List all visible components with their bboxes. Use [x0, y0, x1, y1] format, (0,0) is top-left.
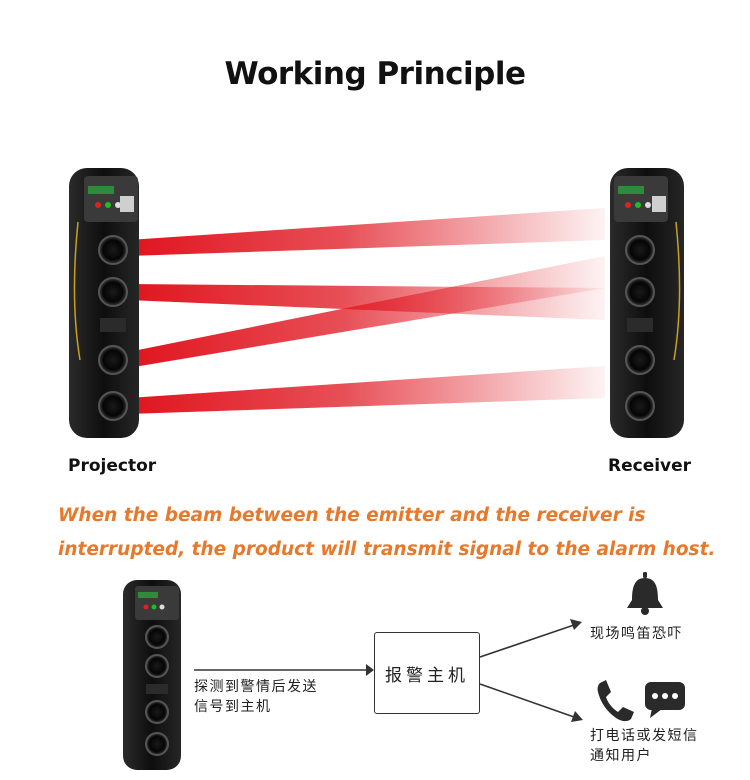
notify-text: 打电话或发短信 通知用户 [590, 726, 699, 766]
projector-device [69, 168, 139, 438]
receiver-label: Receiver [608, 456, 691, 476]
alarm-host-label: 报警主机 [385, 661, 469, 686]
beam-1 [128, 208, 605, 256]
phone-icon [598, 680, 634, 721]
siren-text: 现场鸣笛恐吓 [590, 624, 683, 644]
receiver-device [610, 168, 684, 438]
chat-bubble-icon [645, 682, 685, 718]
arrow-to-notify [480, 684, 574, 717]
arrow-to-siren [480, 625, 574, 657]
bell-icon [627, 572, 663, 615]
alarm-host-box: 报警主机 [374, 632, 480, 714]
detector-device-small [123, 580, 181, 770]
infrared-beams [128, 208, 605, 414]
description-line-1: When the beam between the emitter and th… [58, 505, 646, 526]
beam-4 [128, 366, 605, 414]
projector-label: Projector [68, 456, 156, 476]
description-line-2: interrupted, the product will transmit s… [58, 539, 715, 560]
notify-line-2: 通知用户 [590, 746, 699, 766]
detect-signal-line-1: 探测到警情后发送 [194, 677, 318, 697]
notify-line-1: 打电话或发短信 [590, 726, 699, 746]
detect-signal-text: 探测到警情后发送 信号到主机 [194, 677, 318, 717]
detect-signal-line-2: 信号到主机 [194, 697, 318, 717]
